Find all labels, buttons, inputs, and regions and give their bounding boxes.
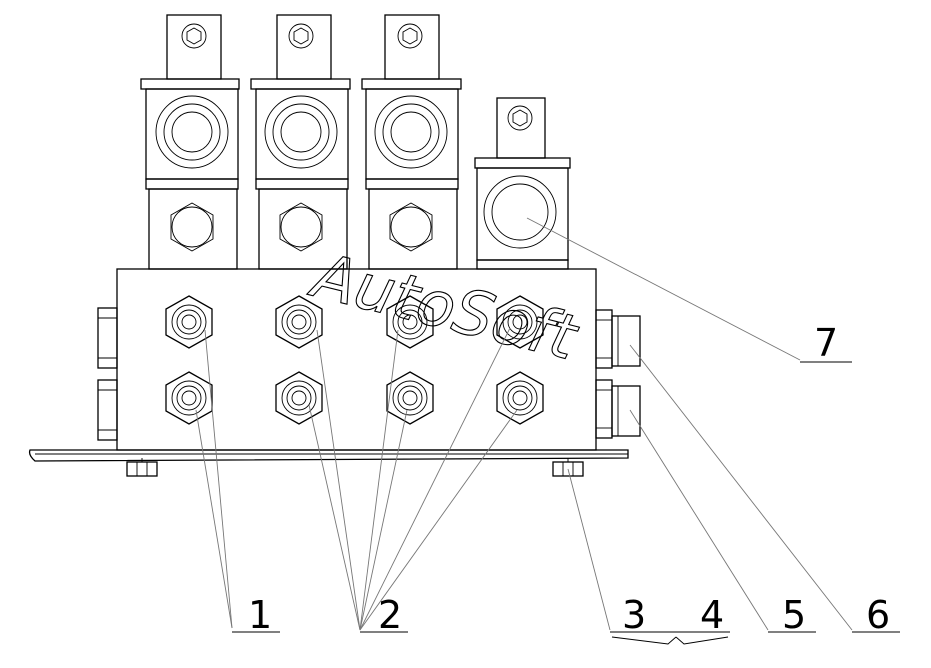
mounting-bolts [126,458,584,477]
callout-4: 4 [700,593,724,637]
left-side-plugs [97,307,118,441]
solenoid-valve-4 [474,97,571,270]
callout-7: 7 [814,321,838,365]
ports-top-row [165,295,544,349]
callout-5: 5 [782,593,806,637]
leader-lines [195,217,900,645]
callout-labels: 1 2 3 4 5 6 7 [248,321,890,637]
right-side-fittings [595,309,641,439]
svg-text:AutoSoft: AutoSoft [302,238,586,375]
watermark: AutoSoft [302,237,587,375]
solenoid-valve-2 [250,14,351,270]
callout-1: 1 [248,593,272,637]
base-plate [28,449,629,462]
ports-bottom-row [165,371,544,425]
callout-6: 6 [866,593,890,637]
callout-3: 3 [622,593,646,637]
callout-2: 2 [378,593,402,637]
solenoid-valve-3 [361,14,462,270]
solenoid-valve-1 [140,14,240,270]
